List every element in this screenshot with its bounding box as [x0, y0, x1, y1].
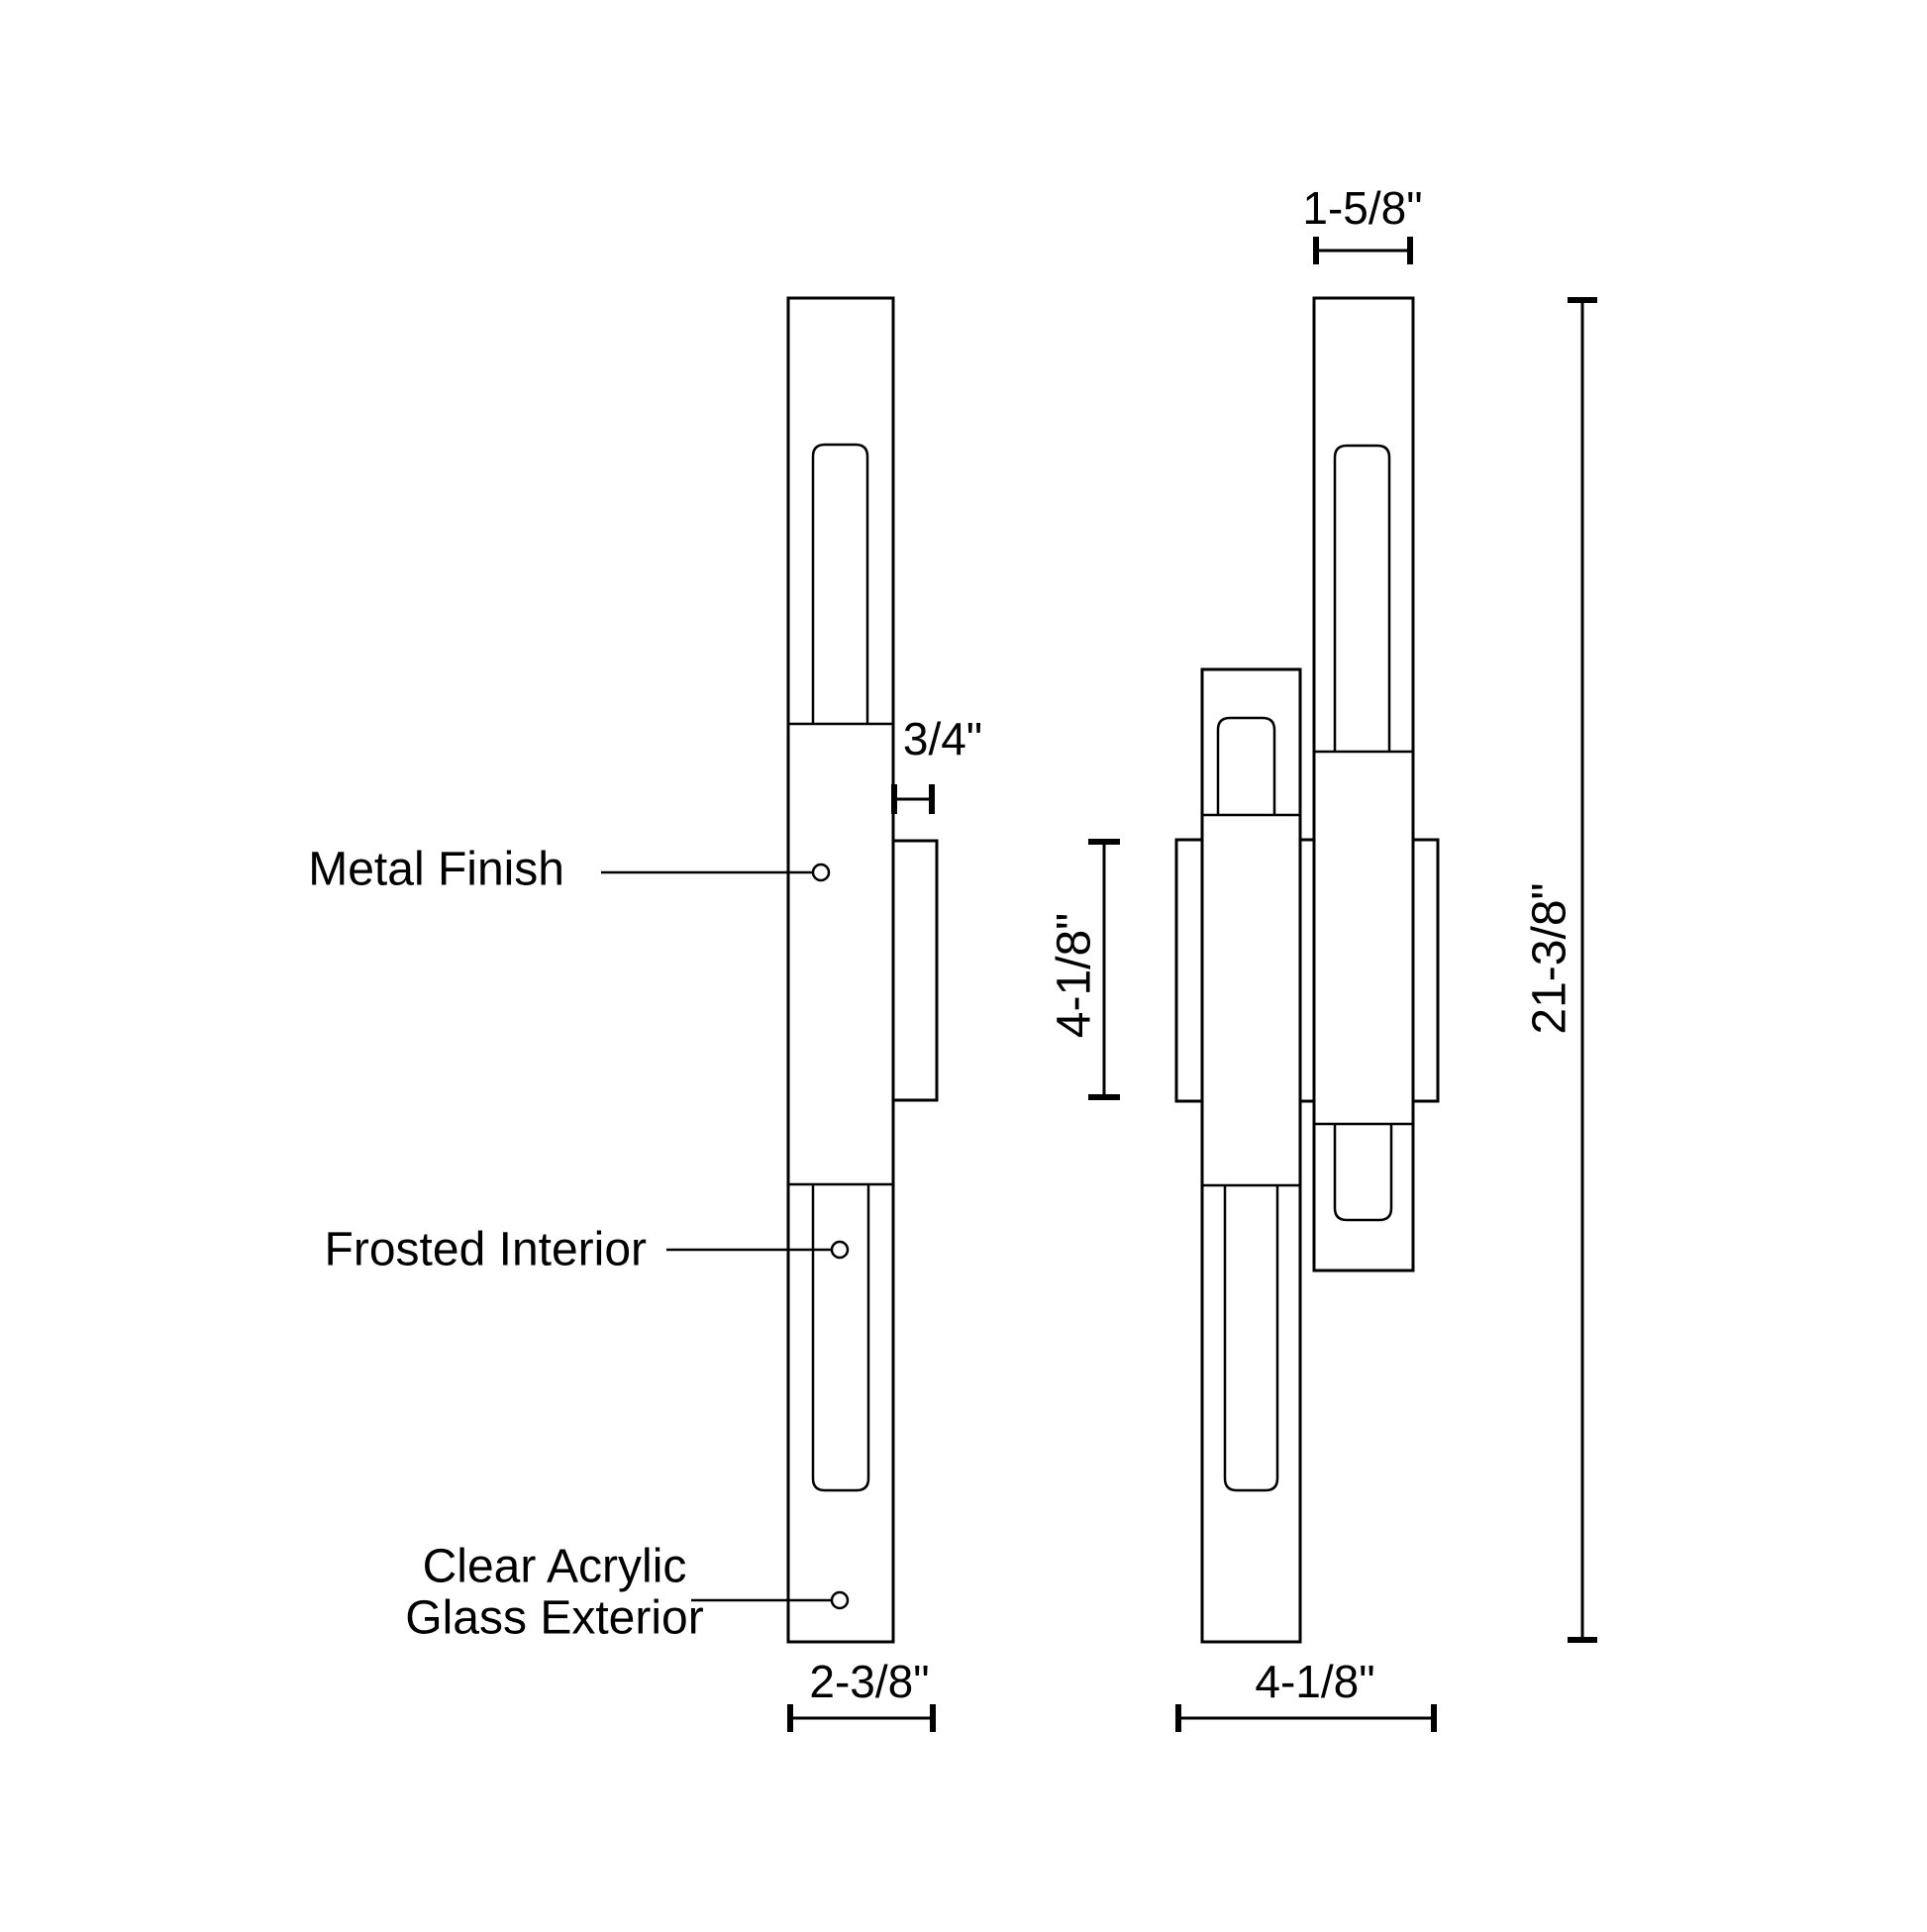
clear-acrylic-label-line2: Glass Exterior: [405, 1592, 703, 1645]
frosted-interior-label: Frosted Interior: [325, 1224, 647, 1276]
front-up-column-outline: [1312, 296, 1415, 1272]
callout-clear-acrylic: Clear Acrylic Glass Exterior: [405, 1541, 850, 1645]
dim-overall-height-text: 21-3/8": [1524, 882, 1576, 1034]
front-up-column-top-panel: [1333, 444, 1391, 752]
dim-backplate-height: 4-1/8": [1049, 839, 1120, 1100]
dim-overall-depth: 2-3/8": [787, 1656, 936, 1732]
dim-overall-depth-text: 2-3/8": [809, 1656, 929, 1707]
side-frosted-panel-top: [811, 443, 869, 724]
dim-overall-width: 4-1/8": [1175, 1656, 1437, 1732]
metal-finish-label: Metal Finish: [308, 844, 564, 896]
front-down-column-outline: [1200, 667, 1302, 1644]
dim-overall-width-text: 4-1/8": [1255, 1656, 1374, 1707]
callout-metal-finish: Metal Finish: [308, 844, 831, 896]
metal-finish-dot: [811, 863, 831, 882]
side-view: [786, 296, 939, 1644]
front-down-column-top-panel: [1216, 716, 1276, 815]
front-up-column-bottom-panel: [1333, 1124, 1393, 1222]
dim-overall-height: 21-3/8": [1524, 297, 1597, 1643]
front-view: [1174, 296, 1440, 1644]
callout-frosted-interior: Frosted Interior: [325, 1224, 850, 1276]
clear-acrylic-label-line1: Clear Acrylic: [423, 1541, 687, 1593]
side-backplate-tab: [891, 839, 939, 1102]
dim-column-width-text: 1-5/8": [1302, 182, 1422, 234]
frosted-interior-dot: [830, 1240, 850, 1260]
side-frosted-panel-bottom: [811, 1184, 870, 1492]
dim-backplate-depth: 3/4": [891, 713, 982, 814]
side-body-outline: [786, 296, 895, 1644]
clear-acrylic-dot: [830, 1590, 850, 1610]
dim-backplate-depth-text: 3/4": [903, 713, 982, 764]
dim-backplate-height-text: 4-1/8": [1049, 913, 1101, 1038]
front-down-column-bottom-panel: [1223, 1185, 1279, 1492]
dim-column-width: 1-5/8": [1302, 182, 1423, 264]
